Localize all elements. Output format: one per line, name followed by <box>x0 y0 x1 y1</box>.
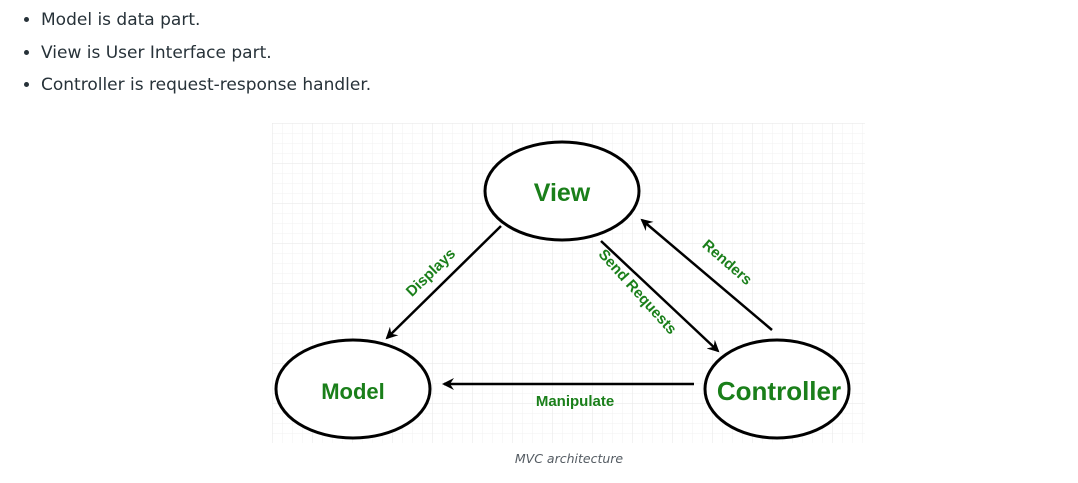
mvc-diagram-figure: View Model Controller Displays Send Requ… <box>272 123 865 443</box>
figure-caption: MVC architecture <box>514 451 624 466</box>
edge-view-to-model <box>385 225 502 340</box>
edge-controller-to-view <box>640 218 773 331</box>
manipulate-label: Manipulate <box>536 393 614 410</box>
model-node <box>274 338 432 440</box>
view-label: View <box>534 179 591 207</box>
controller-label: Controller <box>717 376 841 406</box>
view-node <box>483 140 641 242</box>
controller-node <box>703 338 851 440</box>
list-item: Controller is request-response handler. <box>41 69 371 102</box>
model-label: Model <box>321 379 385 404</box>
list-item: Model is data part. <box>41 4 371 37</box>
edge-view-to-controller <box>600 240 720 353</box>
list-item: View is User Interface part. <box>41 37 371 70</box>
mvc-diagram: View Model Controller Displays Send Requ… <box>272 123 865 443</box>
bullet-list: Model is data part. View is User Interfa… <box>0 4 371 102</box>
